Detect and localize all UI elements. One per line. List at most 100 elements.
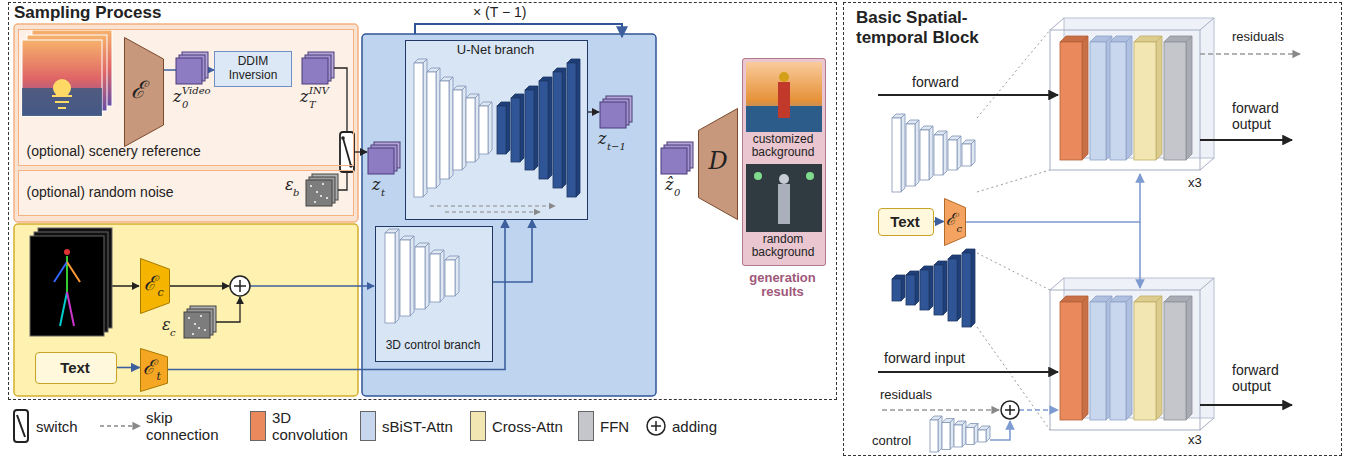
loop-label: × (T − 1): [470, 4, 529, 20]
residual-wire: [1200, 53, 1300, 54]
adding-symbol: [230, 276, 250, 296]
node-label: 3D control branch: [376, 339, 491, 353]
result-image: [754, 172, 762, 180]
network-block: [466, 98, 475, 162]
network-block: [427, 72, 436, 188]
panel-title: Sampling Process: [14, 3, 161, 23]
network-block: [497, 106, 506, 154]
pose-frames: [30, 228, 112, 336]
trapezoid-shape: [698, 108, 737, 219]
latent-cube: [368, 142, 400, 174]
block-side: [475, 94, 479, 162]
math-superscript: Video: [182, 85, 211, 97]
noise-cube: [184, 174, 338, 338]
node-label: D: [709, 148, 728, 176]
legend-switch-icon: [14, 410, 28, 442]
process-box: DDIM Inversion: [214, 51, 292, 87]
network-block: [445, 260, 455, 296]
text-input-box: Text: [35, 352, 117, 384]
signal-label: forward output: [1232, 100, 1302, 132]
legend-label: skip connection: [146, 409, 228, 444]
network-block: [966, 428, 974, 445]
block-side: [1186, 296, 1192, 420]
wire: [216, 297, 240, 322]
network-block: [440, 81, 449, 179]
network-block: [1060, 302, 1082, 420]
block-side: [986, 426, 990, 442]
skip-connection: [445, 211, 540, 212]
network-block: [1060, 42, 1082, 160]
math-symbol: ε: [162, 316, 171, 334]
network-block: [948, 140, 957, 170]
network-block: [479, 106, 488, 154]
block-side: [462, 86, 466, 170]
network-block: [962, 144, 971, 166]
block-side: [901, 275, 905, 301]
block-box: [1050, 18, 1214, 430]
network-block: [400, 240, 410, 316]
block-side: [974, 424, 978, 445]
network-block: [1164, 42, 1186, 160]
block-side: [915, 271, 919, 305]
block-side: [957, 136, 961, 170]
loop-arrow: [415, 24, 622, 37]
video-frames: [22, 30, 112, 116]
control-wire: [1139, 222, 1141, 288]
block-box: [1050, 18, 1214, 170]
network-block: [920, 270, 929, 310]
network-block: [430, 254, 440, 302]
block-box: [1050, 290, 1200, 430]
wire: [338, 172, 347, 190]
wire: [354, 151, 367, 152]
block-side: [395, 229, 399, 323]
network-block: [1164, 302, 1186, 420]
result-image: [779, 72, 789, 82]
block-side: [436, 68, 440, 188]
result-image: [746, 62, 822, 132]
switch-symbol: [340, 132, 354, 172]
network-branch: U-Net branch: [405, 40, 588, 220]
node-label: generation results: [735, 271, 831, 301]
legend-swatch: [250, 411, 266, 441]
residual-wire: [882, 409, 999, 410]
video-frames: [52, 96, 72, 108]
block-side: [1156, 36, 1162, 160]
panel-title: Basic Spatial-temporal Block: [856, 8, 996, 47]
node-label: ℰ: [143, 356, 155, 379]
encoder-block: ℰt: [140, 348, 168, 392]
signal-label: control: [872, 434, 911, 449]
block-side: [1082, 36, 1088, 160]
input-option-box: (optional) random noise: [18, 170, 354, 216]
math-symbol: ẑ: [665, 176, 673, 194]
network-block: [385, 233, 395, 323]
math-symbol: z: [598, 130, 606, 148]
legend-label: adding: [672, 418, 717, 435]
network-block: [1134, 42, 1156, 160]
result-image: [806, 172, 814, 180]
block-side: [455, 256, 459, 296]
wire: [1200, 404, 1292, 406]
control-wire: [966, 174, 1140, 440]
box-fill: [742, 58, 826, 266]
network-block: [1090, 42, 1106, 160]
legend-swatch: [578, 411, 594, 441]
block-box: [1050, 278, 1214, 430]
node-label: (optional) scenery reference: [27, 143, 201, 159]
pose-frames: [54, 262, 67, 282]
network-block: [948, 259, 957, 321]
block-side: [576, 59, 580, 197]
connector: [117, 367, 140, 369]
node-label: t: [157, 371, 161, 384]
pose-frames: [66, 256, 68, 292]
node-label: customized background: [743, 133, 824, 161]
block-side: [971, 249, 975, 327]
signal-label: forward: [912, 74, 959, 90]
network-block: [1090, 302, 1106, 420]
encoder-block: ℰc: [140, 258, 170, 314]
math-subscript: c: [170, 327, 176, 339]
math-symbol: ε: [285, 176, 294, 194]
network-blocks: [385, 36, 1192, 452]
video-frames: [53, 79, 71, 97]
legend-swatch: [470, 411, 486, 441]
